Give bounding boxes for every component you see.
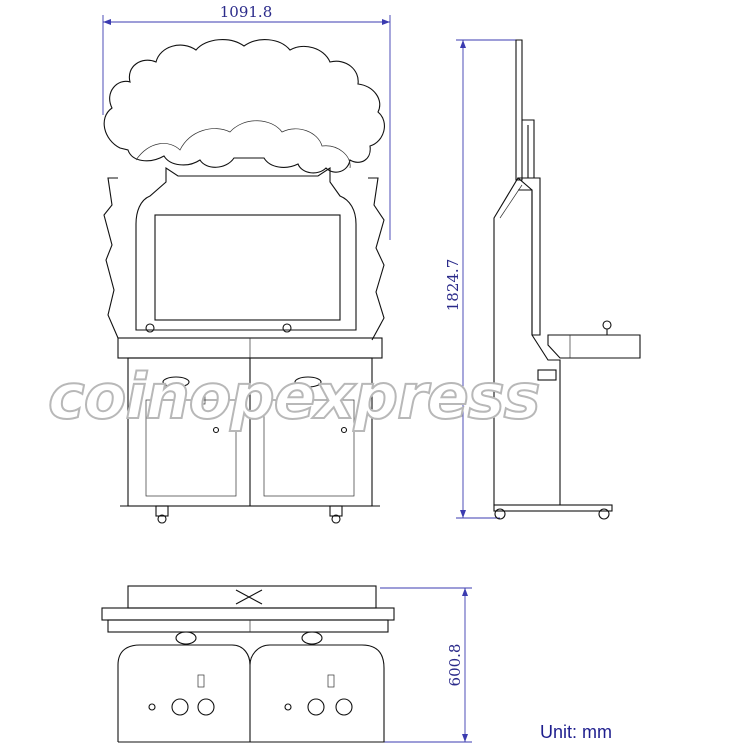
- cloud-inner: [135, 120, 351, 169]
- side-frame: [103, 177, 385, 341]
- top-body: [117, 644, 385, 743]
- right-lock-icon: [340, 426, 348, 434]
- height-dimension: 1824.7: [444, 39, 520, 519]
- right-speaker-icon: [301, 631, 323, 645]
- side-joystick-icon: [602, 320, 612, 330]
- unit-label: Unit: mm: [540, 722, 612, 742]
- left-door: [145, 399, 237, 497]
- top-logo-icon: [235, 589, 263, 605]
- side-view: 1824.7: [444, 39, 641, 520]
- height-label: 1824.7: [444, 259, 462, 312]
- side-control-panel: [547, 334, 641, 359]
- top-buttons-left: [148, 698, 215, 716]
- monitor-screen: [154, 214, 341, 321]
- top-buttons-right: [284, 698, 353, 716]
- side-coin-slot: [537, 369, 557, 381]
- front-casters: [155, 505, 343, 524]
- width-dimension: 1091.8: [102, 3, 391, 240]
- left-speaker-icon: [175, 631, 197, 645]
- cloud-topper: [103, 39, 385, 174]
- side-topper: [515, 39, 535, 181]
- side-casters: [494, 508, 610, 520]
- joystick-right-icon: [282, 323, 292, 333]
- depth-label: 600.8: [446, 644, 464, 687]
- watermark: coinopexpress: [48, 360, 540, 433]
- right-coin-door-icon: [294, 376, 322, 388]
- right-door: [263, 399, 355, 497]
- top-view: 600.8: [101, 585, 472, 743]
- top-marquee: [127, 585, 377, 609]
- screen-bezel: [135, 166, 357, 331]
- left-lock-icon: [212, 426, 220, 434]
- front-view: 1091.8: [102, 3, 391, 524]
- depth-dimension: 600.8: [380, 587, 472, 743]
- side-monitor: [518, 177, 541, 336]
- left-coin-door-icon: [162, 376, 190, 388]
- joystick-left-icon: [145, 323, 155, 333]
- top-control-panel: [101, 607, 395, 621]
- side-body: [493, 177, 561, 506]
- width-label: 1091.8: [220, 3, 273, 21]
